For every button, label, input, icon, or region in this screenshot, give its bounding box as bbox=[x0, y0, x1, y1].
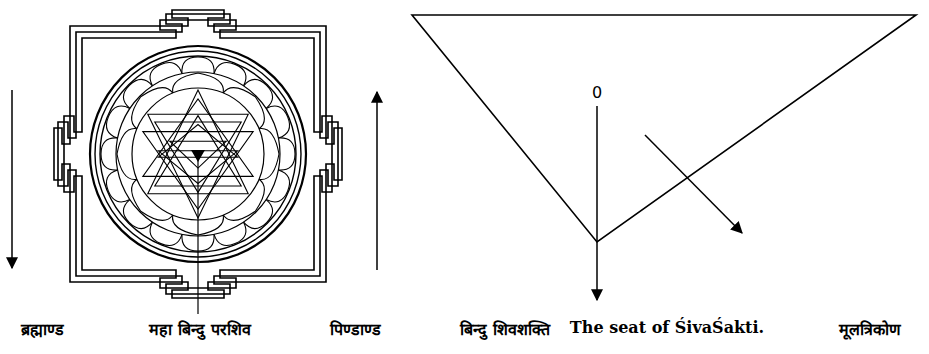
lotus-petal bbox=[266, 170, 289, 202]
lotus-petal bbox=[214, 62, 246, 85]
lotus-petal bbox=[123, 200, 152, 229]
lotus-petal bbox=[150, 222, 182, 245]
mula-trikona-triangle: 0 bbox=[412, 15, 916, 243]
lotus-petal bbox=[259, 129, 279, 180]
yantra-triangle bbox=[158, 125, 237, 158]
caption-label: मूलत्रिकोण bbox=[837, 318, 903, 340]
lotus-petal bbox=[182, 57, 214, 74]
lotus-petal bbox=[244, 200, 273, 229]
caption-label: ब्रह्माण्ड bbox=[19, 318, 66, 340]
triangle-outline bbox=[412, 15, 916, 243]
lotus-petal bbox=[123, 79, 152, 108]
caption-label: The seat of ŚivaŚakti. bbox=[568, 318, 766, 337]
caption-label: महा बिन्दु परशिव bbox=[147, 318, 252, 340]
lotus-petal bbox=[278, 138, 295, 170]
lotus-petal bbox=[106, 106, 129, 138]
lotus-petal bbox=[266, 106, 289, 138]
lotus-petal bbox=[150, 62, 182, 85]
caption-label: बिन्दु शिवशक्ति bbox=[458, 318, 552, 340]
bindu-dot bbox=[196, 152, 200, 156]
lotus-petal bbox=[101, 138, 118, 170]
ascent-arrow bbox=[376, 92, 378, 270]
lotus-petal bbox=[214, 222, 246, 245]
bindu-arrow bbox=[596, 106, 598, 300]
bindu-mark: 0 bbox=[592, 83, 602, 102]
leader-line bbox=[197, 158, 198, 314]
descent-arrow bbox=[11, 90, 13, 268]
lotus-petal bbox=[117, 129, 137, 180]
caption-label: पिण्डाण्ड bbox=[328, 318, 383, 340]
lotus-petal bbox=[106, 170, 129, 202]
lotus-petal bbox=[244, 79, 273, 108]
